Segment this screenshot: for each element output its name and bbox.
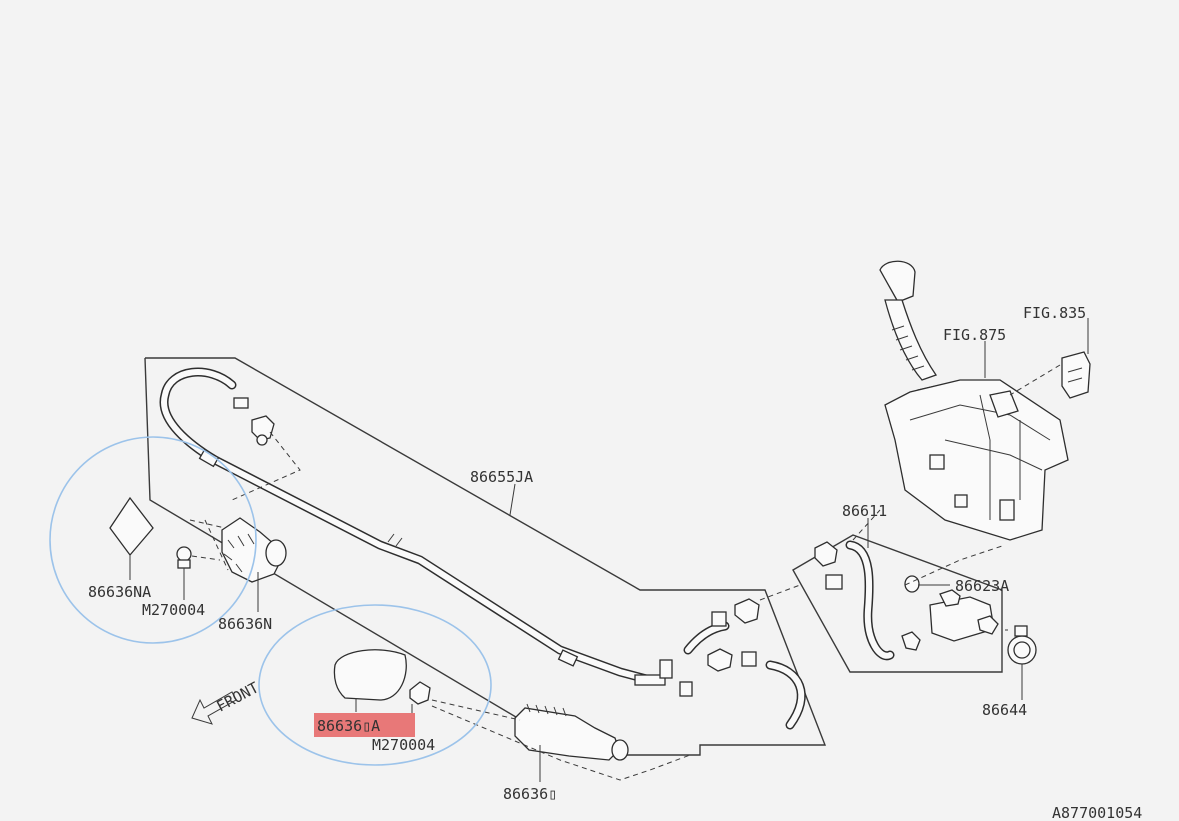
washer-tank	[879, 260, 1069, 541]
annotation-circle-left	[49, 436, 257, 644]
label-86655ja: 86655JA	[470, 468, 533, 486]
label-fig835: FIG.835	[1023, 304, 1086, 322]
label-diagram-code: A877001054	[1052, 804, 1142, 821]
long-hose	[159, 367, 655, 685]
bracket-fig835	[1009, 351, 1091, 399]
pump-box-outline	[792, 534, 1003, 673]
label-m270004-left: M270004	[142, 601, 205, 619]
label-front: FRONT	[213, 678, 261, 715]
left-nozzle-assembly	[109, 496, 287, 583]
assembly-outline	[144, 357, 827, 756]
leader-lines	[129, 318, 1089, 782]
highlight-86636-A	[314, 713, 415, 737]
center-fittings	[634, 584, 806, 730]
annotation-circle-right	[258, 604, 492, 766]
front-arrow-icon	[191, 691, 237, 725]
label-86636-a: 86636▯A	[317, 717, 380, 735]
label-86623a: 86623A	[955, 577, 1009, 595]
label-86611: 86611	[842, 502, 887, 520]
label-86636na: 86636NA	[88, 583, 151, 601]
label-m270004-right: M270004	[372, 736, 435, 754]
label-fig875: FIG.875	[943, 326, 1006, 344]
right-nozzle-assembly	[333, 649, 691, 781]
label-86644: 86644	[982, 701, 1027, 719]
label-86636: 86636▯	[503, 785, 557, 803]
pump-assembly	[814, 509, 1006, 661]
label-86636n: 86636N	[218, 615, 272, 633]
top-connectors	[231, 397, 301, 501]
hose-clamp	[1005, 625, 1037, 665]
